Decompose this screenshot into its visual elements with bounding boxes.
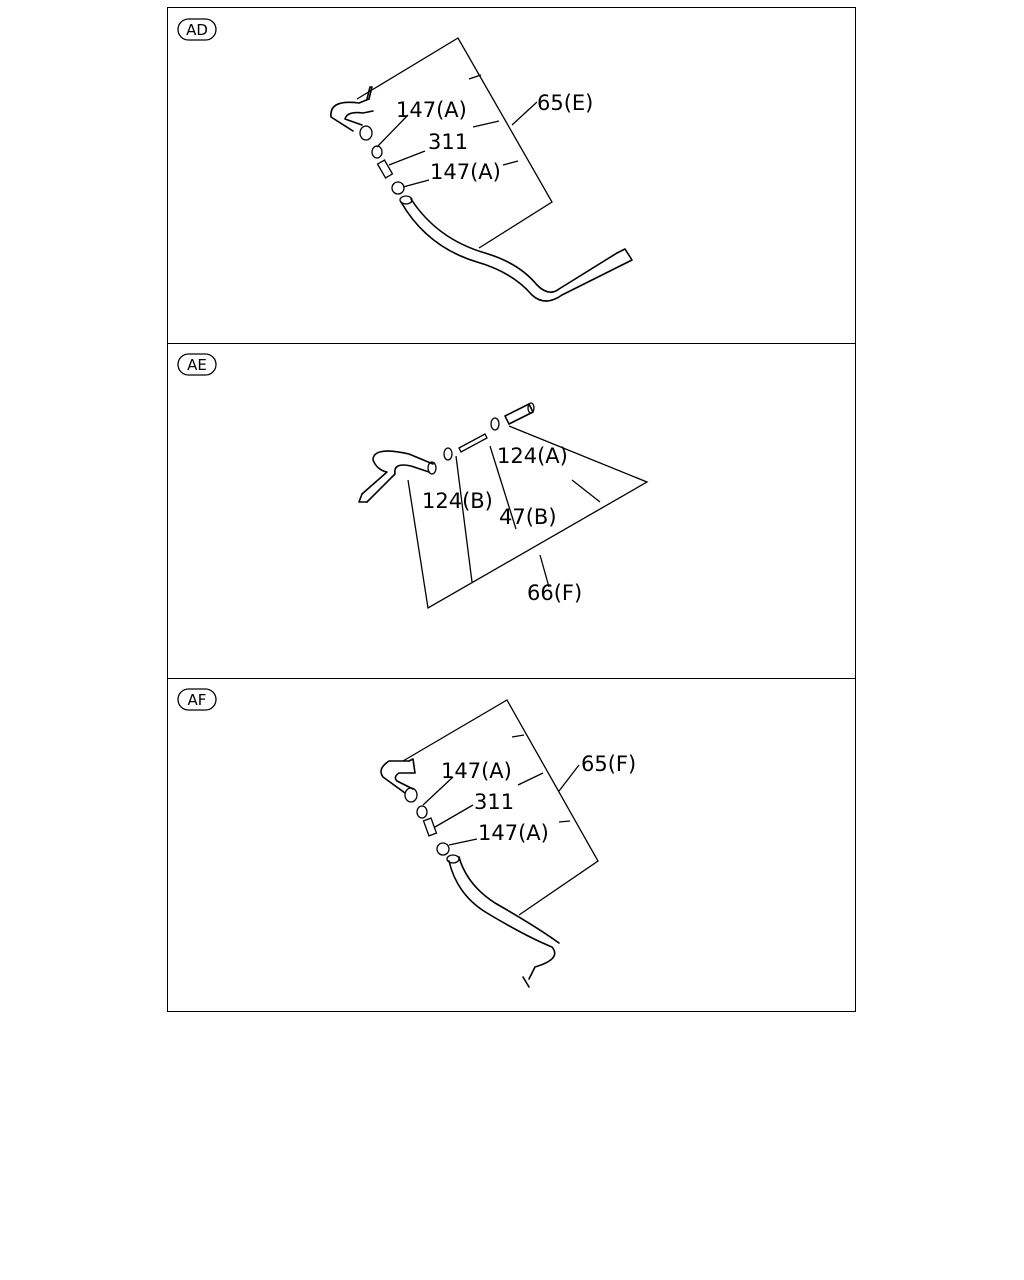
clamp-top [416,805,428,819]
badge-label: AE [187,356,207,374]
badge-label: AF [188,691,207,709]
label-connector: 311 [474,790,514,814]
label-assembly: 66(F) [527,581,582,605]
upper-hose [330,86,374,141]
label-clamp-right: 124(A) [497,444,568,468]
panel-ae: AE 124(A) 124(B) 47(B) 66(F) [177,353,649,610]
connector [422,817,438,837]
left-hose [358,450,437,503]
upper-hose [380,758,418,803]
panel-badge: AF [177,688,217,711]
panel-badge: AD [177,18,217,41]
pipe [458,433,488,453]
label-assembly: 65(F) [581,752,636,776]
connector [376,159,394,179]
label-connector: 311 [428,130,468,154]
panel-ad: AD 147(A) 311 147(A) 65(E) [177,18,633,302]
clamp-right [490,417,500,431]
panel-divider [168,678,855,679]
clamp-bottom [391,181,405,195]
leader-lines [356,37,553,249]
panel-divider [168,343,855,344]
label-clamp-bottom: 147(A) [430,160,501,184]
panel-af: AF 147(A) 311 147(A) 65(F) [177,688,636,988]
lower-hose [446,854,560,988]
diagram-frame [167,7,856,1012]
label-clamp-bottom: 147(A) [478,821,549,845]
label-clamp-top: 147(A) [396,98,467,122]
lower-hose [399,195,633,302]
clamp-left [443,447,453,461]
panel-badge: AE [177,353,217,376]
label-clamp-left: 124(B) [422,489,493,513]
badge-label: AD [186,21,208,39]
clamp-bottom [436,842,450,856]
label-pipe: 47(B) [499,505,557,529]
leader-lines [407,425,649,610]
label-clamp-top: 147(A) [441,759,512,783]
clamp-top [371,145,383,159]
right-hose-stub [504,402,535,425]
leader-lines [402,699,599,916]
label-assembly: 65(E) [537,91,593,115]
